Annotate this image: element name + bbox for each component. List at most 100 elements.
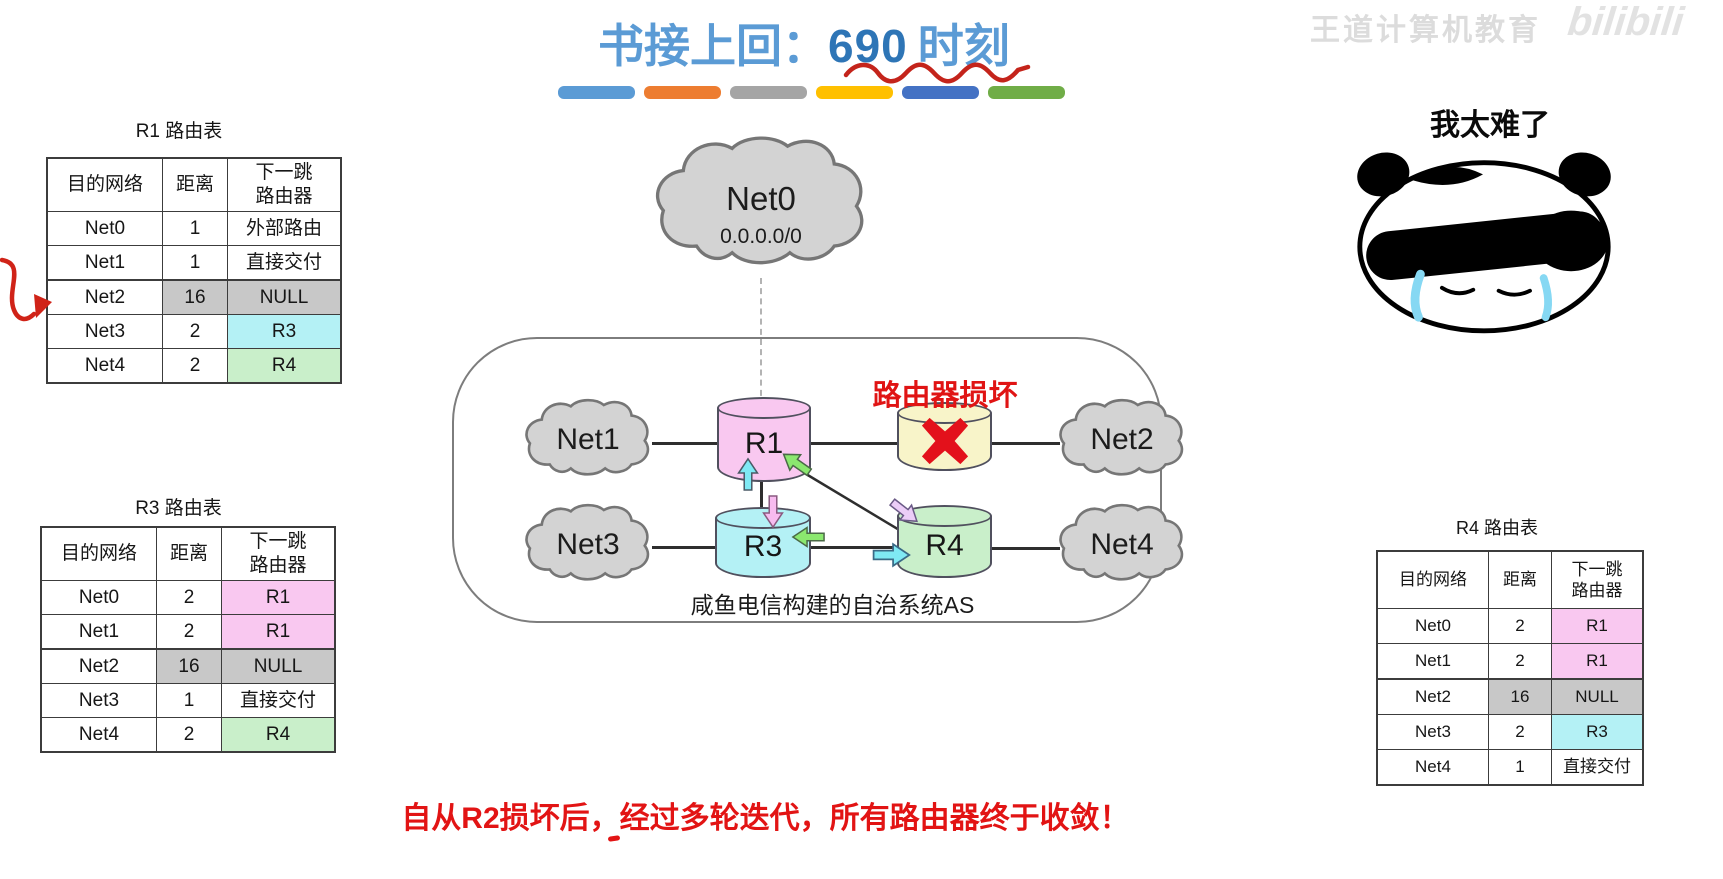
table-cell: R3 <box>1551 714 1644 750</box>
column-header: 下一跳 路由器 <box>221 526 336 581</box>
net2-label: Net2 <box>1090 423 1154 456</box>
title-suffix: 时刻 <box>917 20 1010 72</box>
router-r3-cylinder: R3 <box>715 507 811 578</box>
table-cell: Net1 <box>46 245 163 281</box>
as-label: 咸鱼电信构建的自治系统AS <box>690 592 975 618</box>
meme-caption: 我太难了 <box>1430 109 1550 142</box>
update-arrow-right-icon <box>872 542 911 568</box>
table-cell: 2 <box>156 717 222 753</box>
watermark-brand: 王道计算机教育 <box>1310 14 1541 47</box>
color-bar <box>816 86 893 99</box>
table-cell: Net3 <box>46 314 163 349</box>
update-arrow-left-icon <box>791 526 825 548</box>
table-cell: 2 <box>162 348 228 384</box>
table-cell: 16 <box>1488 678 1552 715</box>
table-cell: Net3 <box>1376 714 1489 750</box>
table-cell: Net2 <box>40 648 157 684</box>
theme-color-bars <box>558 86 1065 99</box>
hand-drawn-arrow <box>0 257 52 322</box>
table-cell: Net4 <box>40 717 157 753</box>
column-header: 距离 <box>162 157 228 212</box>
table-cell: NULL <box>1551 678 1644 715</box>
broken-router-cylinder <box>897 402 992 471</box>
table-cell: 2 <box>156 614 222 650</box>
bilibili-logo: bilibili <box>1565 0 1686 44</box>
color-bar <box>644 86 721 99</box>
r1-table-title: R1 路由表 <box>135 121 223 142</box>
r3-table-title: R3 路由表 <box>135 498 222 519</box>
panda-meme-image <box>1357 152 1611 334</box>
table-cell: Net4 <box>1376 749 1489 786</box>
table-cell: 直接交付 <box>221 683 336 718</box>
cloud-shape <box>655 136 864 265</box>
column-header: 距离 <box>1488 550 1552 609</box>
table-cell: Net0 <box>1376 608 1489 644</box>
update-arrow-downright-icon <box>888 498 918 523</box>
net0-cidr: 0.0.0.0/0 <box>720 225 802 248</box>
table-cell: R4 <box>221 717 336 753</box>
table-cell: 1 <box>162 211 228 246</box>
red-squiggle-underline <box>843 62 1031 84</box>
cloud-net1: Net1 <box>522 396 654 484</box>
table-cell: 2 <box>162 314 228 349</box>
external-link-dashed <box>760 278 762 406</box>
link-r1-r3 <box>760 480 763 518</box>
net1-label: Net1 <box>556 423 620 456</box>
r4-table-title: R4 路由表 <box>1455 518 1538 538</box>
table-cell: R1 <box>1551 643 1644 680</box>
table-cell: 2 <box>1488 643 1552 680</box>
table-cell: Net2 <box>46 279 163 315</box>
table-cell: R1 <box>221 580 336 615</box>
router-r4-cylinder: R4 <box>897 505 992 578</box>
router-r3-label: R3 <box>743 530 783 563</box>
table-cell: 16 <box>162 279 228 315</box>
net3-label: Net3 <box>556 528 620 561</box>
cloud-net2: Net2 <box>1056 396 1188 484</box>
column-header: 目的网络 <box>40 526 157 581</box>
color-bar <box>988 86 1065 99</box>
cloud-net3: Net3 <box>522 501 654 589</box>
table-cell: 直接交付 <box>227 245 342 281</box>
router-damaged-label: 路由器损坏 <box>872 380 1018 412</box>
link-r1-r2 <box>807 442 898 445</box>
title-text: 书接上回： <box>598 20 828 72</box>
color-bar <box>730 86 807 99</box>
net0-cloud: Net0 0.0.0.0/0 <box>650 130 872 280</box>
column-header: 目的网络 <box>1376 550 1489 609</box>
update-arrow-up-icon <box>737 457 759 491</box>
cloud-net4: Net4 <box>1056 501 1188 589</box>
column-header: 距离 <box>156 526 222 581</box>
router-r1-cylinder: R1 <box>717 397 811 482</box>
net4-label: Net4 <box>1090 528 1154 561</box>
column-header: 下一跳 路由器 <box>1551 550 1644 609</box>
table-cell: Net4 <box>46 348 163 384</box>
table-cell: 外部路由 <box>227 211 342 246</box>
table-cell: Net0 <box>40 580 157 615</box>
update-arrow-upleft-icon <box>782 453 813 477</box>
table-cell: 1 <box>1488 749 1552 786</box>
update-arrow-down-icon <box>762 495 784 529</box>
table-cell: Net1 <box>1376 643 1489 680</box>
table-cell: NULL <box>221 648 336 684</box>
table-cell: 2 <box>156 580 222 615</box>
color-bar <box>902 86 979 99</box>
table-cell: 1 <box>162 245 228 281</box>
table-header-row: 目的网络距离下一跳 路由器 <box>40 526 336 581</box>
net0-label: Net0 <box>726 180 796 217</box>
as-boundary <box>452 337 1162 623</box>
table-cell: 直接交付 <box>1551 749 1644 786</box>
